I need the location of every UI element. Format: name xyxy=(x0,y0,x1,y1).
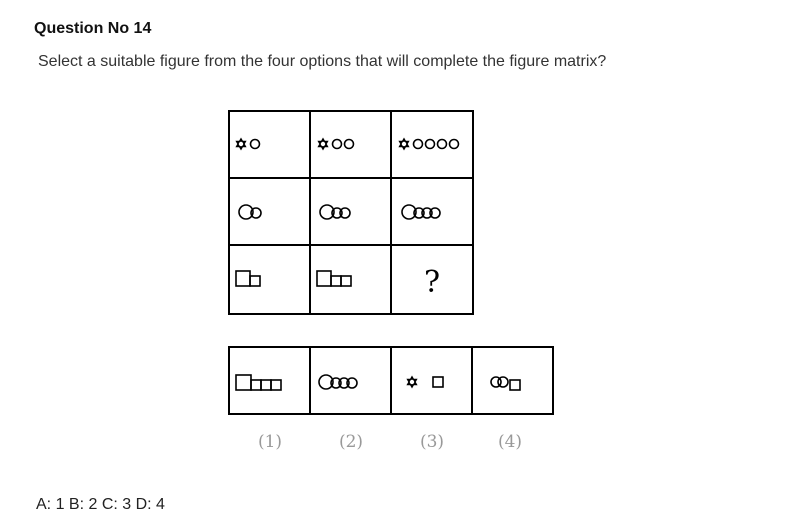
matrix-cell-r1c1 xyxy=(235,137,261,151)
matrix-cell-r2c3 xyxy=(401,204,441,220)
option-2-label: (2) xyxy=(339,432,363,452)
matrix-cell-r3c2 xyxy=(316,270,352,287)
question-title: Question No 14 xyxy=(34,20,152,37)
matrix-cell-r1c3 xyxy=(398,137,460,151)
options-grid xyxy=(228,346,554,415)
option-1-label: (1) xyxy=(258,432,282,452)
option-4-label: (4) xyxy=(498,432,522,452)
matrix-cell-r2c1 xyxy=(238,204,262,220)
option-4-figure xyxy=(490,376,521,391)
option-2-figure xyxy=(318,374,358,390)
question-text: Select a suitable figure from the four o… xyxy=(38,53,607,70)
answer-choices: A: 1 B: 2 C: 3 D: 4 xyxy=(36,496,165,513)
matrix-cell-r1c2 xyxy=(317,137,355,151)
option-1-figure xyxy=(235,374,282,391)
matrix-grid xyxy=(228,110,474,315)
matrix-cell-r2c2 xyxy=(319,204,351,220)
option-3-figure xyxy=(406,375,444,389)
option-3-label: (3) xyxy=(420,432,444,452)
matrix-cell-r3c1 xyxy=(235,270,261,287)
missing-figure-mark: ? xyxy=(424,265,440,300)
